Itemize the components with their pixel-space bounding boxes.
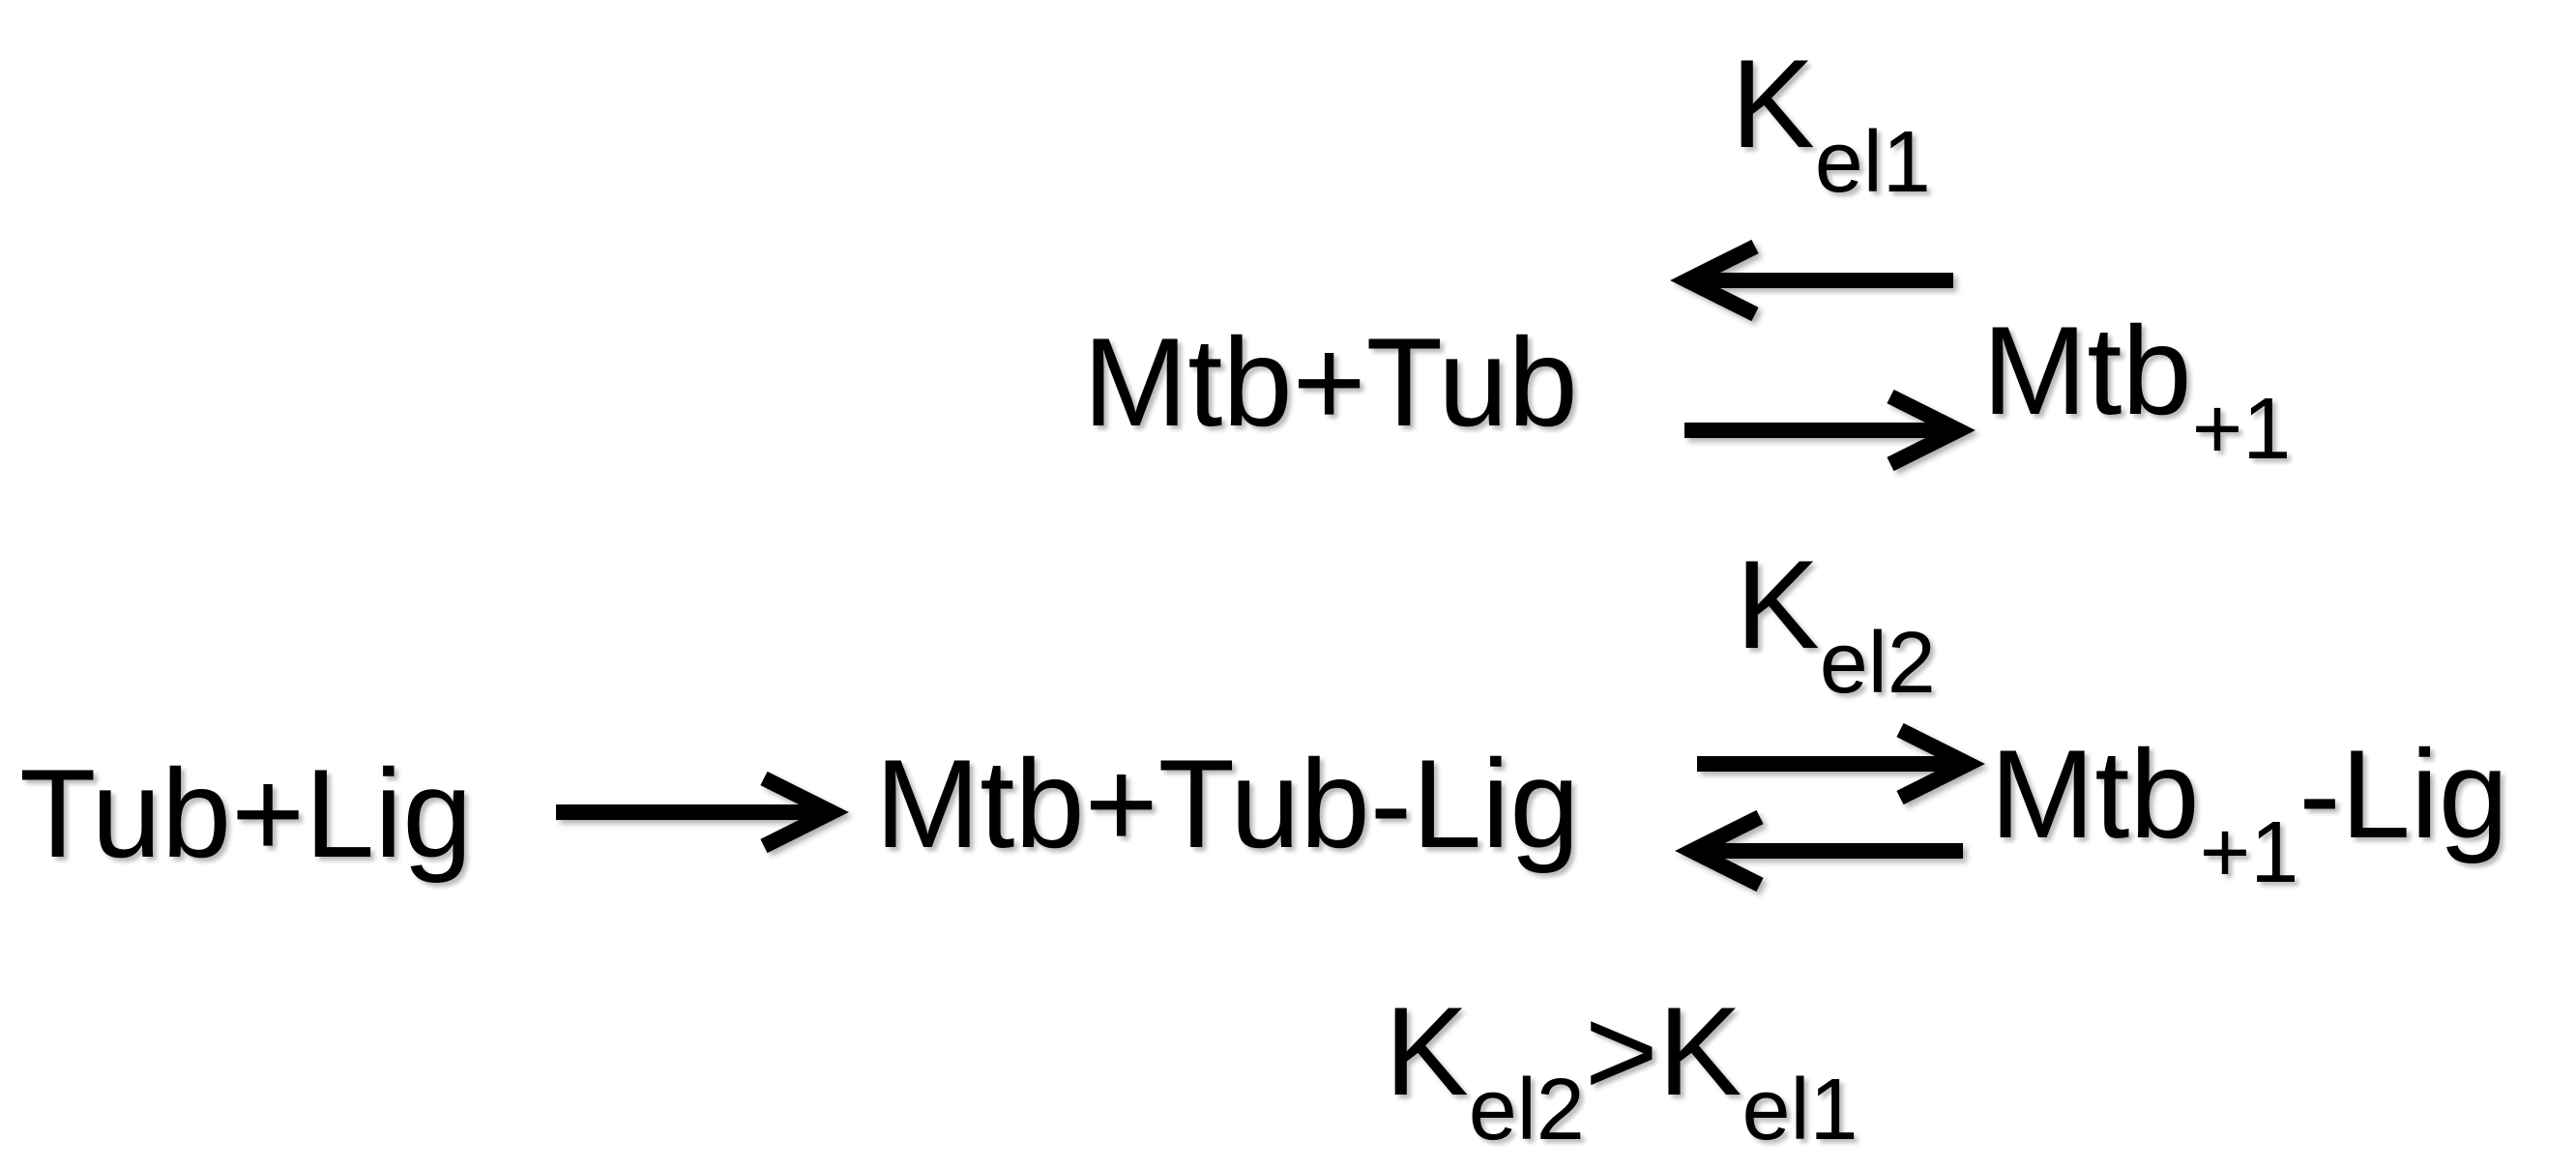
reaction2-product-subscript: +1: [2199, 804, 2299, 901]
reaction1-product-subscript: +1: [2191, 381, 2292, 478]
reaction2-product-base: Mtb: [1990, 723, 2200, 864]
rate-constant-kel1-label: Kel1: [1731, 41, 1931, 206]
reaction2-reverse-arrow: [1675, 809, 1963, 892]
reaction2-forward-arrow: [1697, 722, 1985, 805]
reaction2-binding-arrow: [556, 771, 849, 854]
reaction2-middle: Mtb+Tub-Lig: [875, 733, 1580, 874]
rate-comparison: Kel2>Kel1: [1385, 988, 1859, 1154]
reaction2-product-suffix: -Lig: [2298, 723, 2509, 864]
reaction1-product-base: Mtb: [1982, 300, 2192, 441]
kel1-symbol: K: [1731, 33, 1815, 174]
reaction2-product: Mtb+1-Lig: [1990, 731, 2508, 896]
reaction1-forward-arrow: [1684, 389, 1976, 472]
comparison-left-symbol: K: [1385, 980, 1469, 1122]
comparison-right-subscript: el1: [1742, 1062, 1859, 1158]
kel2-symbol: K: [1736, 534, 1820, 675]
reaction1-reactants: Mtb+Tub: [1083, 311, 1578, 453]
comparison-operator: >: [1584, 980, 1658, 1122]
kel1-subscript: el1: [1814, 114, 1931, 211]
comparison-left-subscript: el2: [1468, 1062, 1585, 1158]
rate-constant-kel2-label: Kel2: [1736, 541, 1936, 707]
reaction1-reverse-arrow: [1670, 239, 1953, 322]
comparison-right-symbol: K: [1657, 980, 1742, 1122]
kel2-subscript: el2: [1819, 615, 1936, 712]
reaction1-product: Mtb+1: [1982, 307, 2291, 473]
reaction2-start: Tub+Lig: [19, 743, 473, 884]
